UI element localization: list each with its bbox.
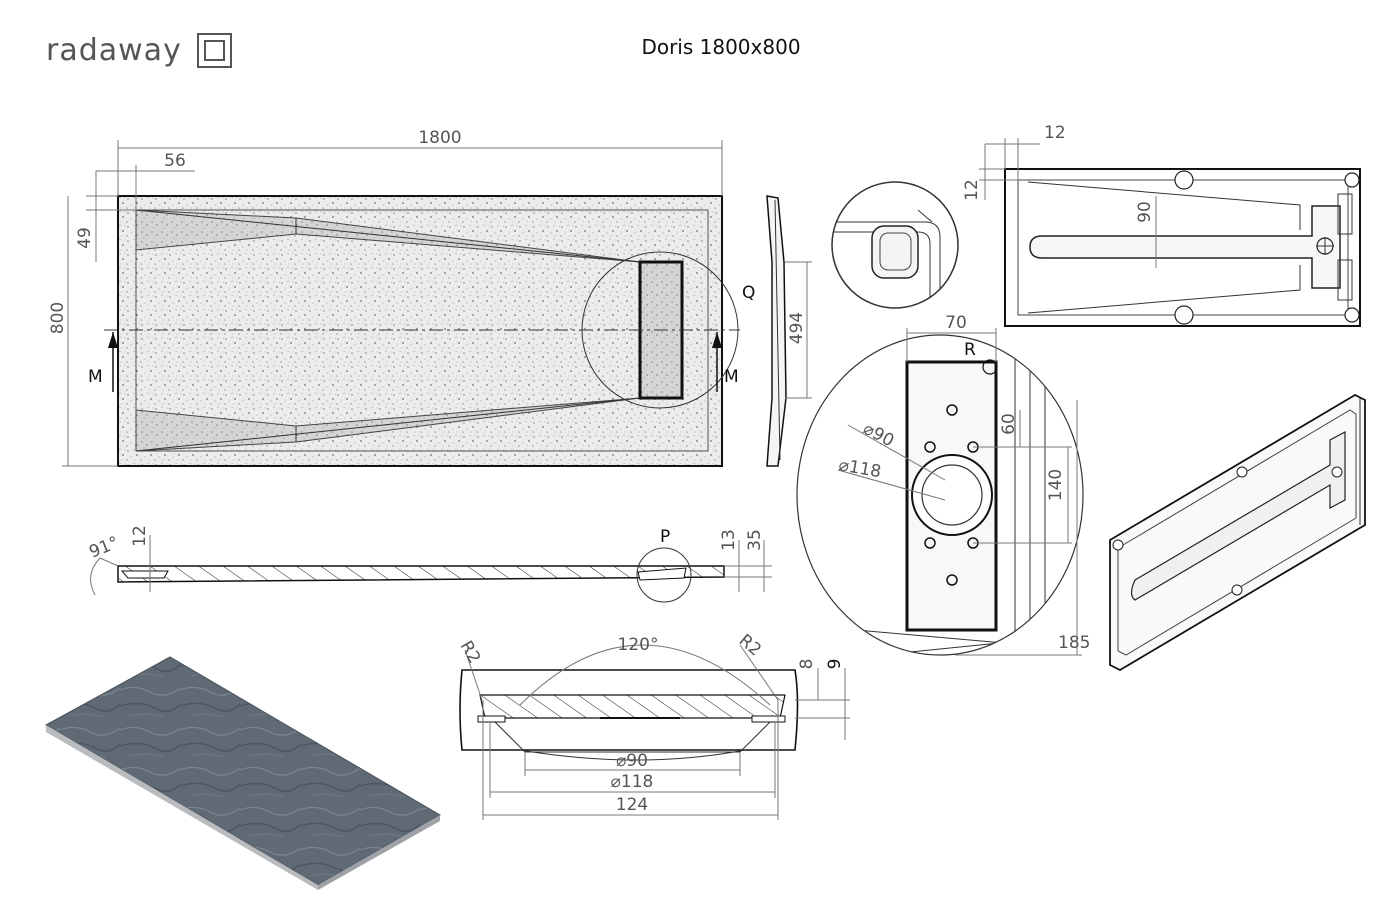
isometric-view — [1109, 393, 1366, 672]
side-profile — [766, 195, 787, 467]
dim-radius-right: R2 — [735, 631, 765, 661]
drain-outlet-inner — [921, 464, 983, 526]
dim-dia-90-p: ⌀90 — [616, 751, 648, 771]
detail-q-label: Q — [742, 283, 755, 303]
side-view: 494 — [766, 195, 812, 467]
brand-logo: radaway — [46, 33, 232, 68]
dim-width-124: 124 — [616, 795, 648, 815]
dim-hole-140: 140 — [1046, 469, 1066, 501]
dim-channel-90: 90 — [1135, 201, 1155, 223]
dim-rim-12: 12 — [130, 525, 150, 547]
dim-thick-13: 13 — [719, 529, 739, 551]
dim-depth-8: 8 — [797, 659, 817, 670]
dim-corner-12-h: 12 — [1044, 123, 1066, 143]
iso-channel — [1130, 431, 1346, 601]
dim-hole-60: 60 — [999, 413, 1019, 435]
dim-angle-120: 120° — [618, 635, 659, 655]
detail-r-label: R — [964, 340, 976, 360]
drawing-title: Doris 1800x800 — [641, 35, 800, 59]
dim-width-800: 800 — [48, 302, 68, 334]
detail-r: R 70 60 140 185 ⌀90 ⌀118 — [796, 313, 1090, 656]
brand-square-inner-icon — [204, 40, 225, 61]
slate-render — [44, 656, 441, 890]
detail-p: 120° R2 R2 8 9 ⌀90 ⌀118 124 — [456, 631, 850, 820]
dim-dia-118-p: ⌀118 — [611, 772, 654, 792]
angle-arc — [519, 644, 771, 706]
brand-square-icon — [197, 33, 232, 68]
dim-edge-49: 49 — [75, 227, 95, 249]
top-view: Q M M 1800 56 49 800 — [48, 128, 755, 467]
corner-r-marker — [982, 359, 998, 375]
underside-channel — [1029, 205, 1341, 289]
detail-q — [831, 181, 959, 309]
dim-corner-12-v: 12 — [962, 179, 982, 201]
dim-radius-left: R2 — [456, 638, 485, 668]
slate-edge-side — [318, 815, 440, 890]
section-mark-right: M — [724, 367, 739, 387]
dim-length-185: 185 — [1058, 633, 1090, 653]
dim-depth-9: 9 — [825, 659, 845, 670]
dim-angle-91: 91° — [86, 533, 121, 563]
dim-thick-35: 35 — [745, 529, 765, 551]
detail-p-label: P — [660, 527, 670, 547]
detail-p-circle — [636, 547, 692, 603]
brand-name: radaway — [46, 33, 182, 68]
dim-plate-70: 70 — [945, 313, 967, 333]
underside-view: 12 12 90 — [962, 123, 1361, 327]
section-m: P 12 91° 13 35 — [86, 525, 772, 603]
slate-edge-front — [46, 725, 318, 890]
section-body — [117, 565, 725, 583]
section-mark-left: M — [88, 367, 103, 387]
dim-drain-494: 494 — [787, 312, 807, 344]
dim-edge-56: 56 — [164, 151, 186, 171]
dim-length-1800: 1800 — [418, 128, 461, 148]
